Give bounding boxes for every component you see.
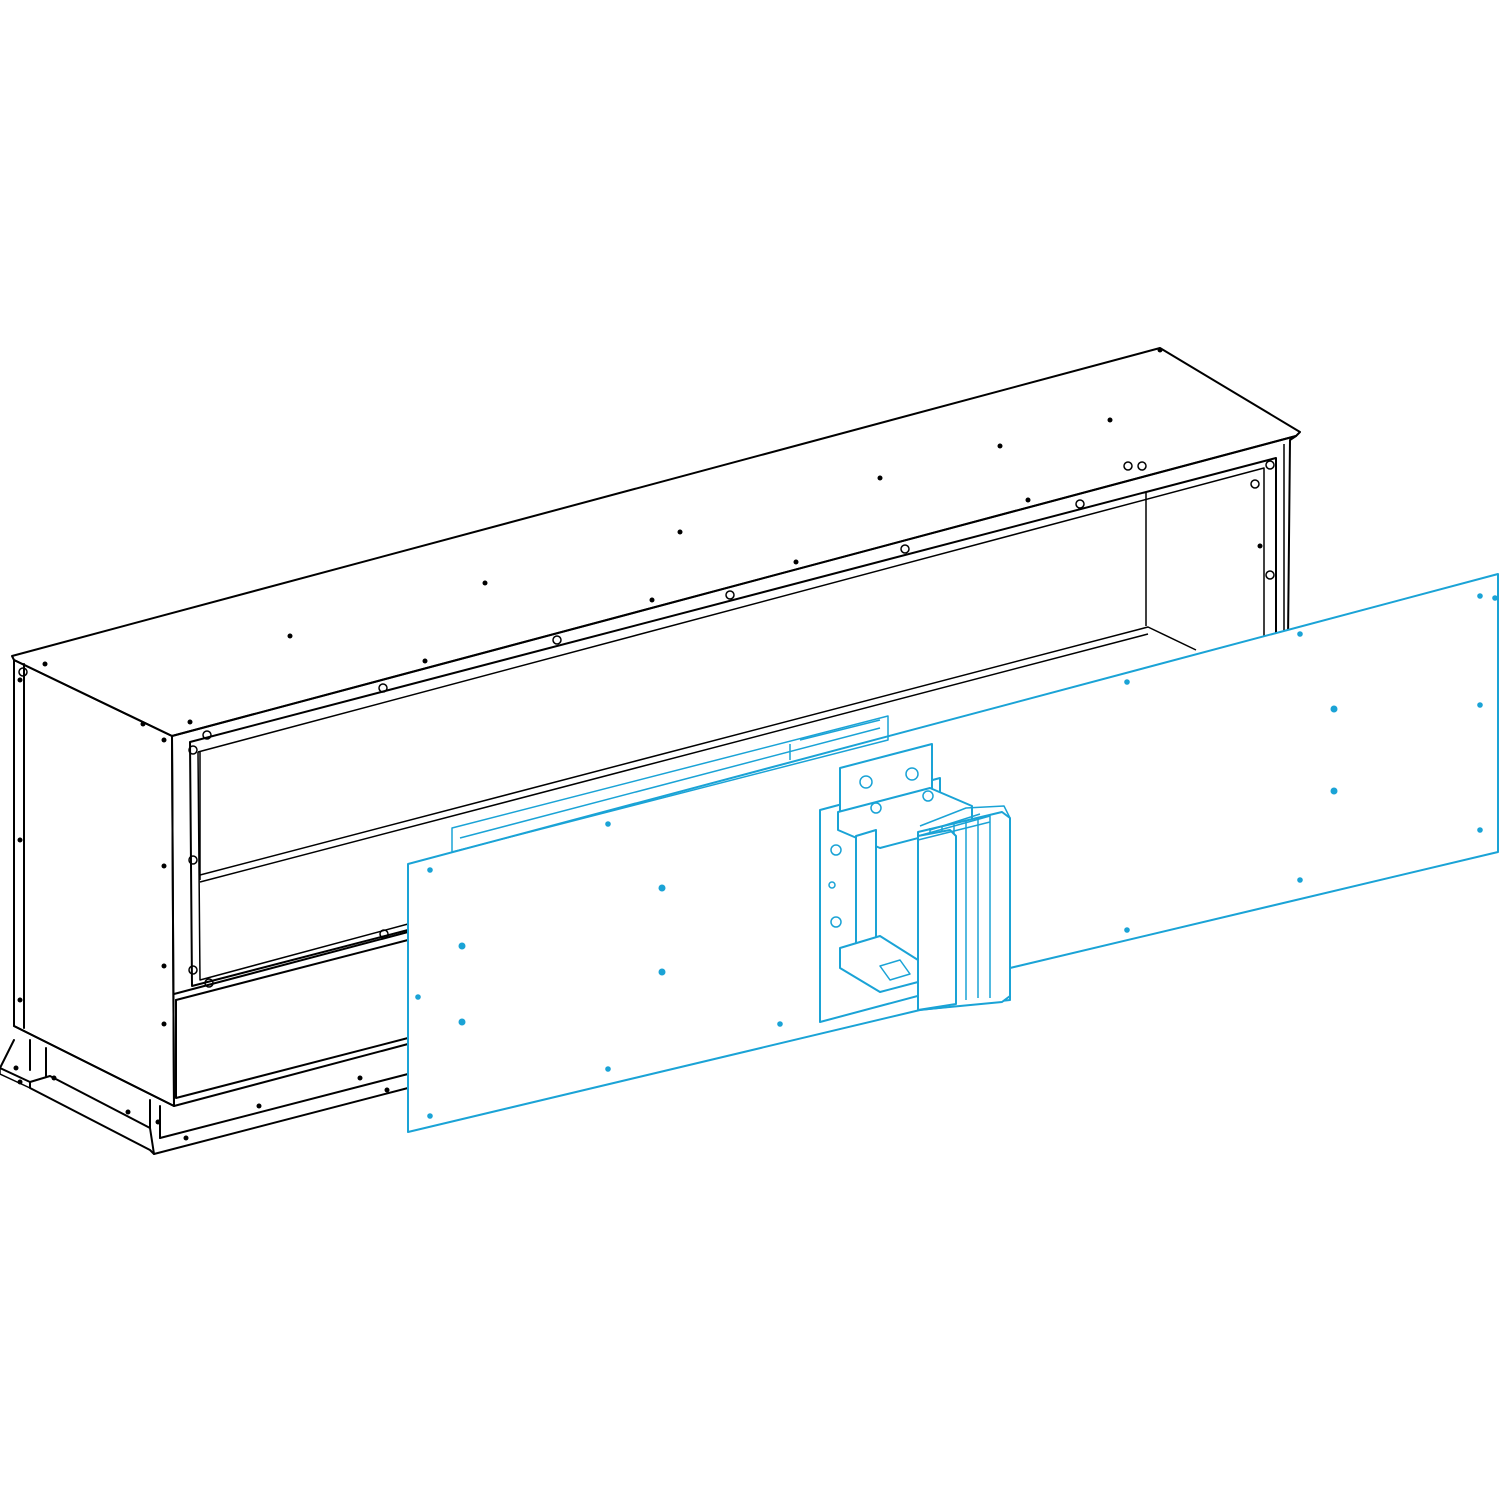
connector-front-fin [917,829,957,1011]
enclosure-front-frame [171,435,1297,1107]
enclosure-window-frame [189,457,1277,987]
cover-plate-holes [415,593,1498,1119]
enclosure [11,347,1301,1107]
base-flange [0,1039,409,1155]
busbar-connector [819,743,1011,1023]
enclosure-holes [13,347,1275,1141]
